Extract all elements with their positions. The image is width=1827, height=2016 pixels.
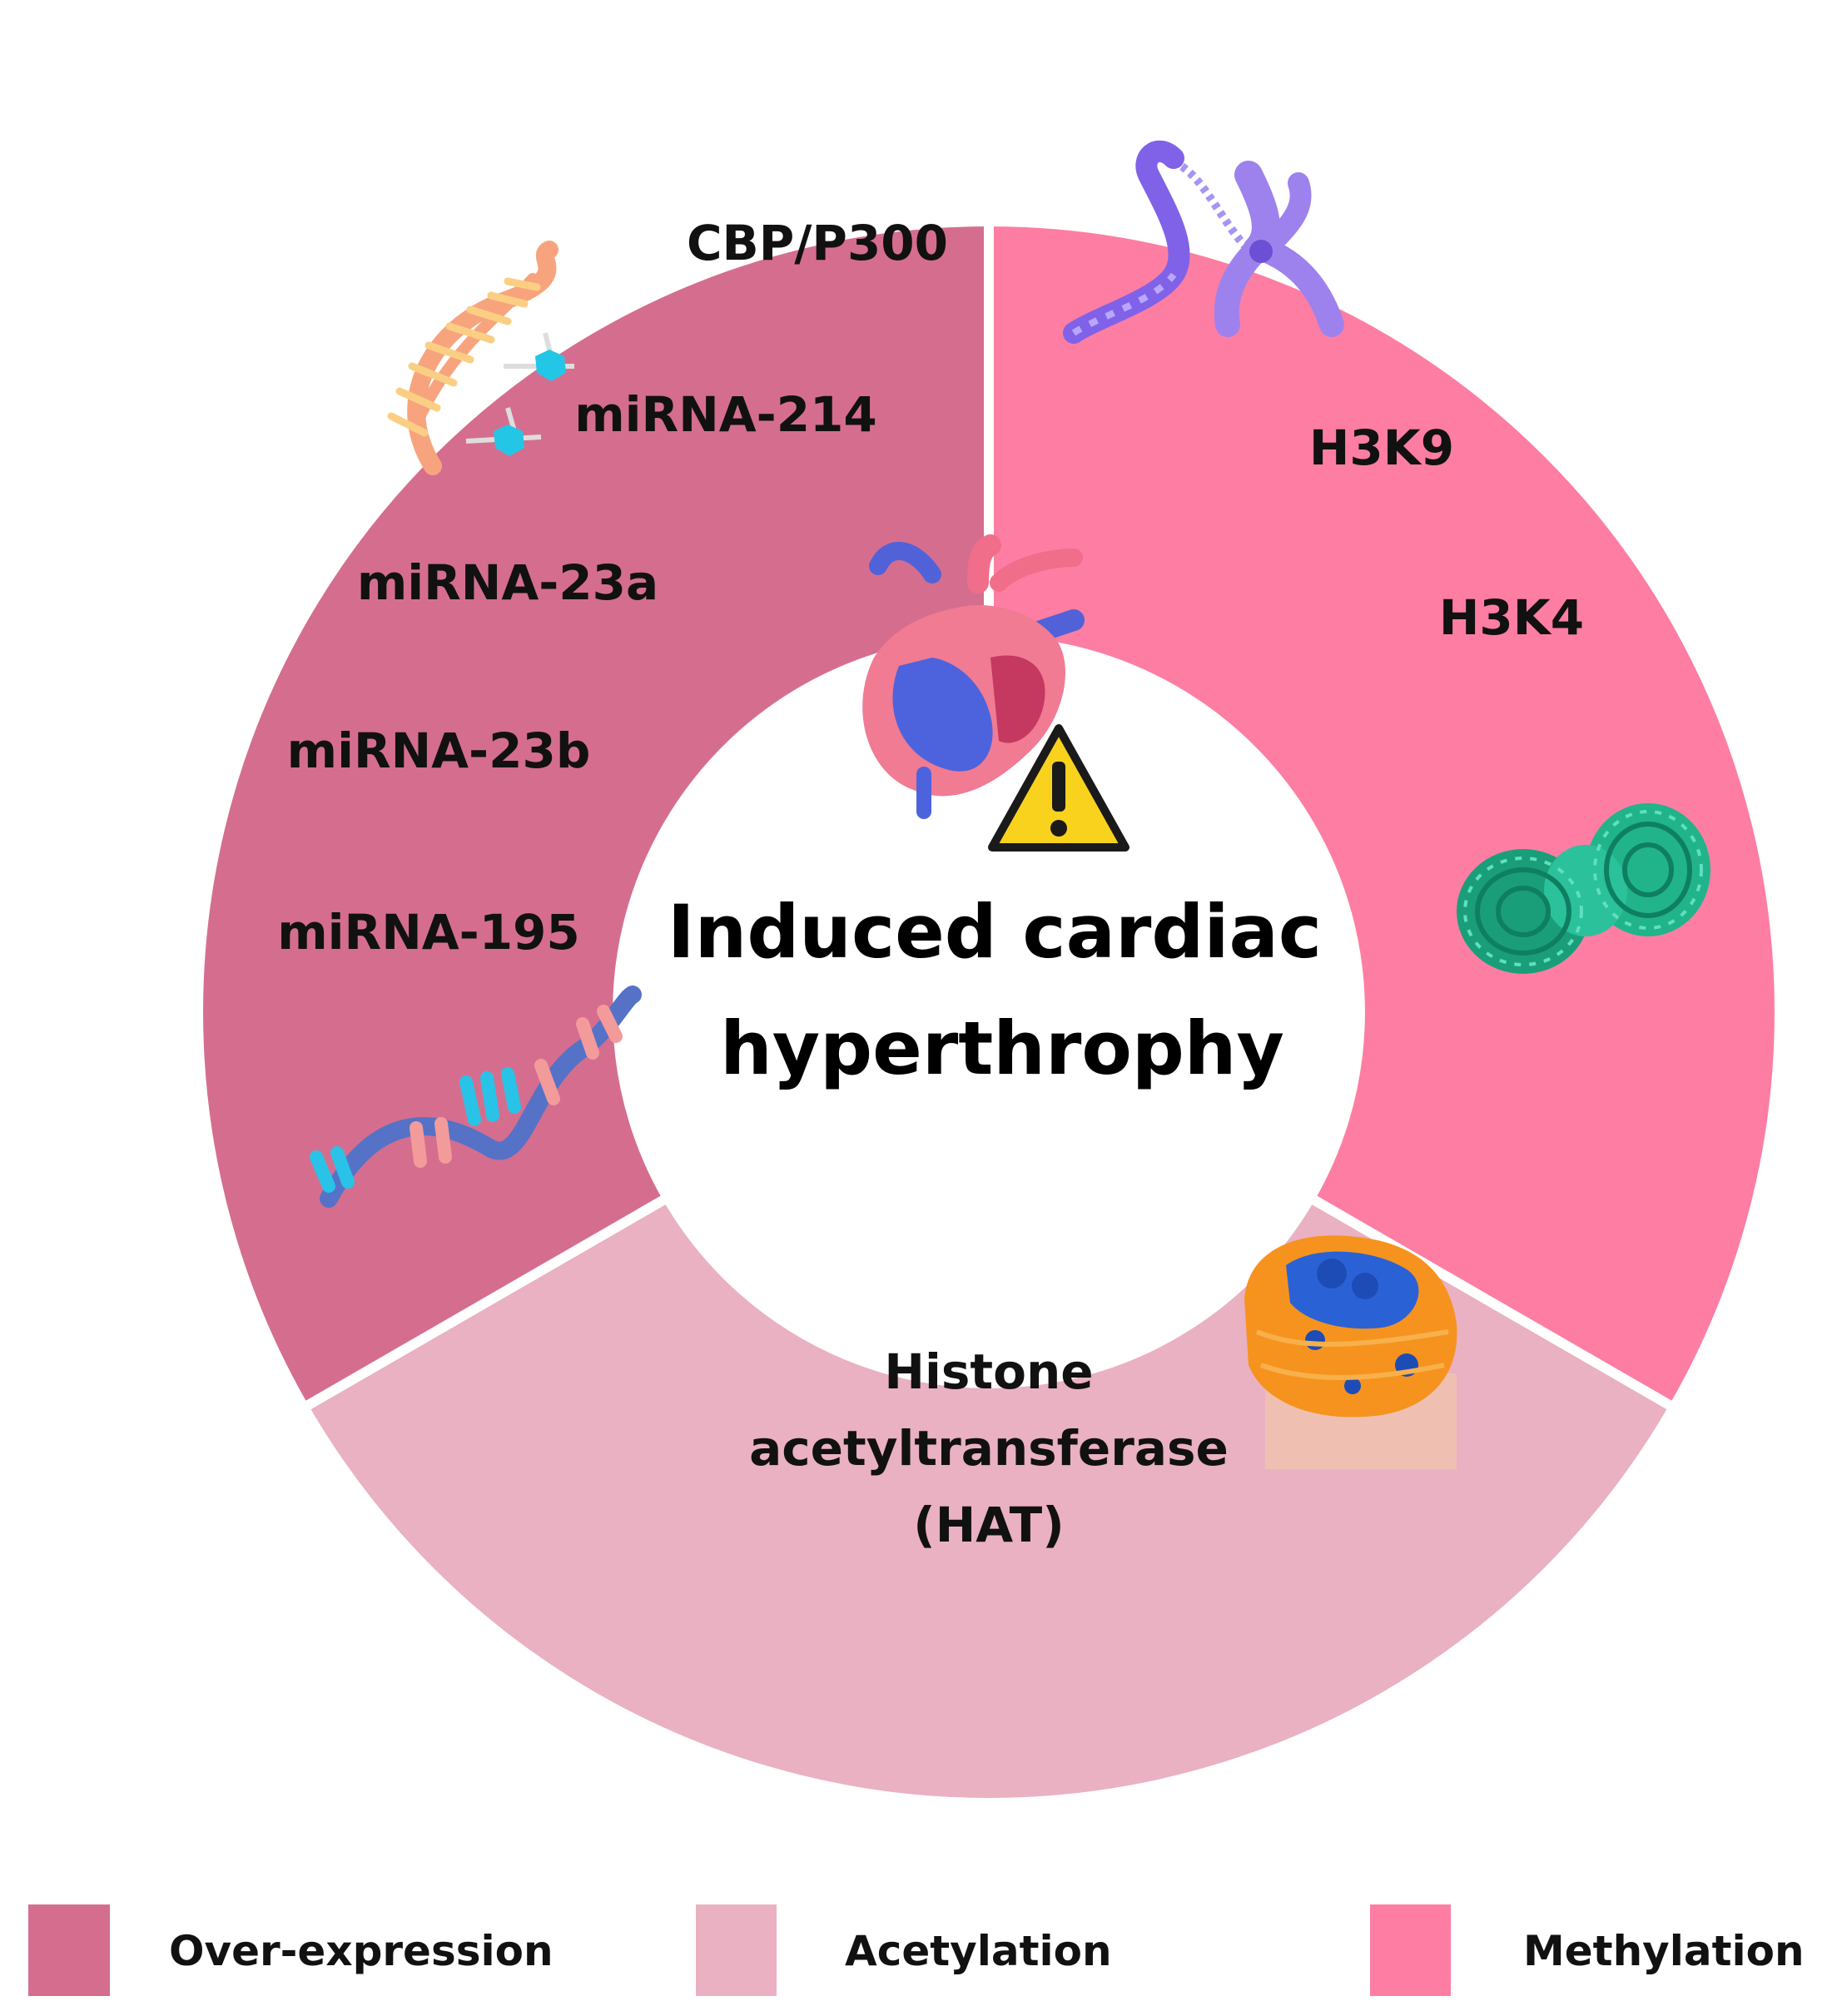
warning-icon	[988, 724, 1129, 852]
label-mirna-195: miRNA-195	[277, 904, 580, 961]
label-mirna-23b: miRNA-23b	[287, 722, 591, 779]
label-cbp-p300: CBP/P300	[687, 215, 948, 271]
label-h3k4: H3K4	[1439, 589, 1584, 646]
label-acetyltransferase: acetyltransferase	[749, 1420, 1229, 1477]
label-mirna-23a: miRNA-23a	[357, 554, 658, 611]
protein-complex-icon	[1244, 1235, 1457, 1469]
segment-methylation	[984, 216, 1785, 1413]
center-title-line2: hyperthrophy	[720, 1006, 1284, 1091]
heart-icon	[862, 534, 1085, 819]
legend-label-acetylation: Acetylation	[845, 1927, 1112, 1975]
rna-strand-icon	[310, 986, 642, 1208]
center-circle	[623, 646, 1355, 1378]
legend-swatch-methylation	[1370, 1904, 1451, 1996]
dna-helix-icon	[387, 241, 574, 475]
label-h3k9: H3K9	[1309, 420, 1454, 476]
legend-label-over-expression: Over-expression	[169, 1927, 554, 1975]
center-title-line1: Induced cardiac	[668, 889, 1322, 975]
label-mirna-214: miRNA-214	[574, 386, 877, 443]
label-hat: (HAT)	[913, 1497, 1065, 1553]
legend-swatch-acetylation	[696, 1904, 777, 1996]
label-histone: Histone	[884, 1343, 1093, 1400]
legend-swatch-over-expression	[28, 1904, 110, 1996]
nucleosome-icon	[1457, 803, 1710, 974]
chromosome-icon	[1063, 140, 1344, 344]
legend-label-methylation: Methylation	[1523, 1927, 1805, 1975]
legend: Over-expression Acetylation Methylation	[28, 1904, 1805, 1996]
